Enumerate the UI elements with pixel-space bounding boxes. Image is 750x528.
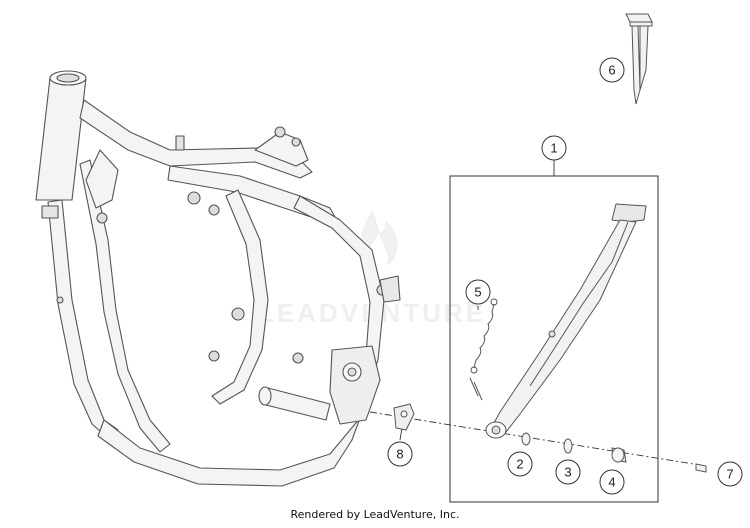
down-tube-right [79, 159, 171, 453]
rendered-by-footer: Rendered by LeadVenture, Inc. [290, 508, 460, 521]
part-2-washer [521, 432, 531, 446]
swingarm-pivot-plate [329, 345, 381, 425]
callout-3-label: 3 [564, 465, 571, 480]
callout-2[interactable]: 2 [507, 451, 533, 477]
cross-tube [261, 387, 331, 421]
gusset-plate [85, 149, 119, 209]
lower-cradle [97, 417, 361, 487]
center-rail [211, 189, 269, 405]
callout-1-label: 1 [550, 141, 557, 156]
callout-2-label: 2 [516, 457, 523, 472]
top-tube [79, 99, 313, 179]
assembly-axis [369, 411, 707, 467]
leader-lines [369, 160, 707, 467]
callout-6[interactable]: 6 [599, 57, 625, 83]
part-7-bolt [695, 463, 707, 473]
part-6-tool [625, 13, 653, 105]
part-3-washer [563, 438, 573, 454]
callout-8[interactable]: 8 [387, 441, 413, 467]
part-5-spring [469, 298, 498, 401]
callout-8-label: 8 [396, 447, 403, 462]
steering-head-tube [35, 77, 87, 201]
motorcycle-frame [35, 70, 401, 487]
part-4-bushing [611, 447, 627, 463]
callout-7-label: 7 [726, 467, 733, 482]
callout-7[interactable]: 7 [717, 461, 743, 487]
callout-4-label: 4 [608, 475, 615, 490]
callout-4[interactable]: 4 [599, 469, 625, 495]
part-8-bracket [393, 403, 415, 431]
part-1-kickstand [485, 203, 647, 439]
callout-5[interactable]: 5 [465, 279, 491, 305]
callout-3[interactable]: 3 [555, 459, 581, 485]
callout-5-label: 5 [474, 285, 481, 300]
callout-6-label: 6 [608, 63, 615, 78]
callout-1[interactable]: 1 [541, 135, 567, 161]
